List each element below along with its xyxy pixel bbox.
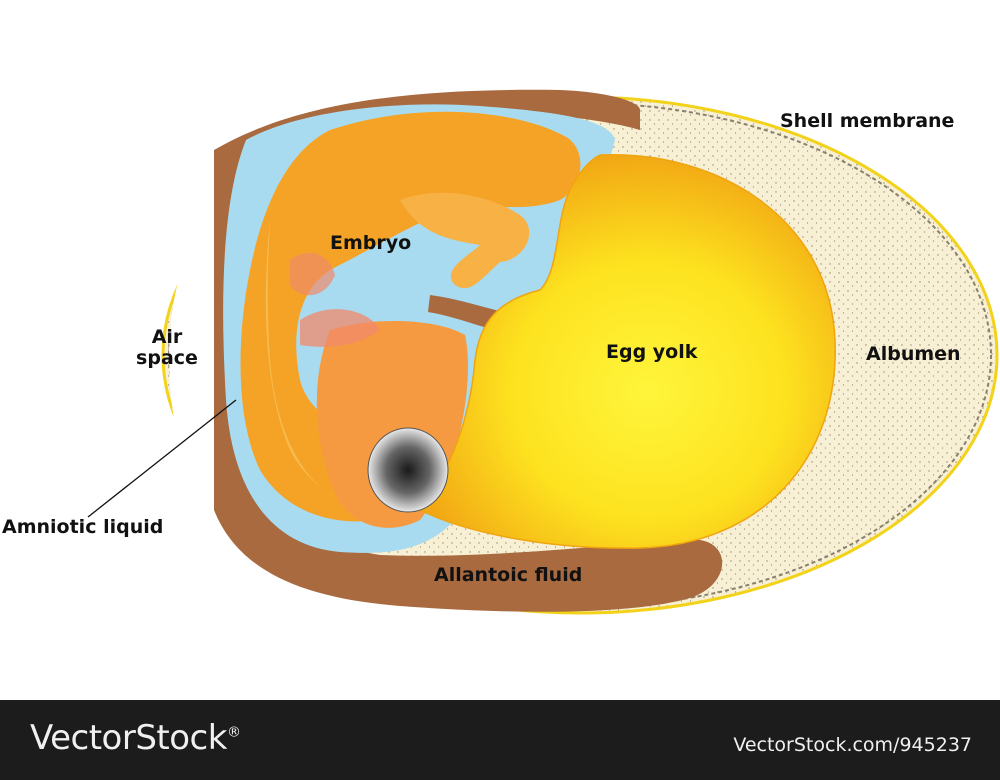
embryo-flank — [290, 252, 335, 296]
brand-logo: VectorStock® — [30, 718, 241, 758]
label-air-space: Air space — [127, 327, 207, 369]
embryo-limb-bud — [300, 309, 380, 347]
brand-name: VectorStock — [30, 718, 227, 758]
trademark-symbol: ® — [226, 724, 241, 741]
embryo-limb — [400, 192, 530, 289]
label-air-space-line2: space — [136, 346, 198, 369]
label-air-space-line1: Air — [151, 326, 183, 348]
amniotic-leader-line — [87, 399, 237, 518]
label-amniotic-liquid: Amniotic liquid — [2, 516, 164, 538]
label-egg-yolk: Egg yolk — [606, 341, 698, 363]
egg-illustration — [87, 89, 999, 615]
label-embryo: Embryo — [330, 232, 412, 254]
label-albumen: Albumen — [866, 343, 961, 365]
embryo-eye — [367, 427, 449, 513]
air-space-region — [169, 208, 214, 505]
egg-diagram: Shell membrane Embryo Air space Egg yolk… — [2, 89, 999, 615]
egg-yolk — [418, 154, 836, 549]
image-id: VectorStock.com/945237 — [733, 734, 972, 756]
footer-bar: VectorStock® VectorStock.com/945237 — [0, 700, 1000, 780]
label-allantoic-fluid: Allantoic fluid — [434, 564, 583, 586]
label-shell-membrane: Shell membrane — [780, 110, 955, 132]
